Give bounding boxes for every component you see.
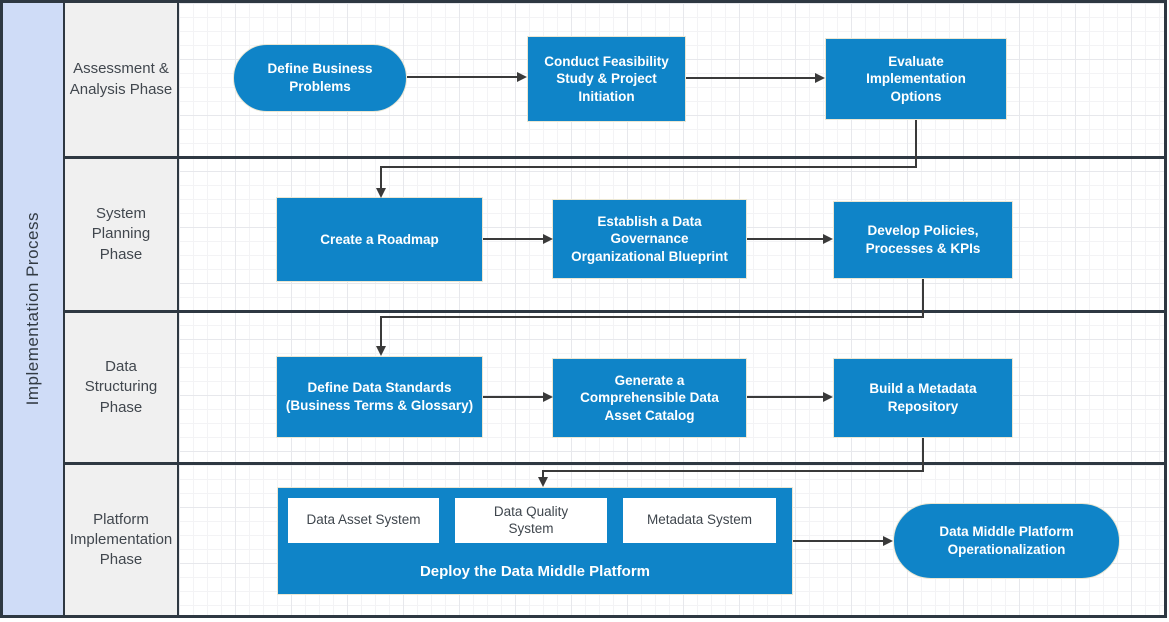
arrow-standards-to-catalog [483, 396, 545, 398]
subnode-data-quality-system[interactable]: Data Quality System [455, 498, 607, 543]
arrow-feasibility-to-evaluate [686, 77, 817, 79]
lane-label: Platform Implementation Phase [69, 510, 173, 569]
node-platform-operationalization[interactable]: Data Middle Platform Operationalization [893, 503, 1120, 579]
elbow-evaluate-to-roadmap [380, 166, 382, 189]
node-evaluate-implementation-options[interactable]: Evaluate Implementation Options [825, 38, 1007, 120]
lane-divider [65, 462, 1166, 465]
arrow-roadmap-to-establish [483, 238, 545, 240]
lane-system-planning: System Planning Phase [65, 159, 177, 310]
node-create-roadmap[interactable]: Create a Roadmap [276, 197, 483, 282]
arrow-deploy-to-operationalization [793, 540, 885, 542]
elbow-repository-to-deploy [922, 438, 924, 472]
arrowhead-icon [823, 234, 833, 244]
arrow-catalog-to-repository [747, 396, 825, 398]
lane-label: Assessment & Analysis Phase [69, 60, 173, 98]
lane-data-structuring: Data Structuring Phase [65, 313, 177, 462]
elbow-evaluate-to-roadmap [380, 166, 917, 168]
process-title: Implementation Process [23, 212, 42, 406]
arrowhead-icon [543, 392, 553, 402]
node-develop-policies-kpis[interactable]: Develop Policies, Processes & KPIs [833, 201, 1013, 279]
subnode-metadata-system[interactable]: Metadata System [623, 498, 776, 543]
arrow-define-to-feasibility [407, 76, 519, 78]
node-build-metadata-repository[interactable]: Build a Metadata Repository [833, 358, 1013, 438]
deploy-platform-caption: Deploy the Data Middle Platform [419, 563, 651, 580]
arrowhead-icon [376, 188, 386, 198]
lane-label: Data Structuring Phase [84, 358, 158, 416]
node-deploy-data-middle-platform[interactable]: Data Asset System Data Quality System Me… [277, 487, 793, 595]
process-title-band: Implementation Process [3, 3, 65, 615]
elbow-develop-to-standards [380, 316, 382, 347]
elbow-repository-to-deploy [542, 470, 544, 478]
arrowhead-icon [376, 346, 386, 356]
lane-label: System Planning Phase [91, 205, 151, 263]
node-establish-governance-blueprint[interactable]: Establish a Data Governance Organization… [552, 199, 747, 279]
node-define-data-standards[interactable]: Define Data Standards (Business Terms & … [276, 356, 483, 438]
arrowhead-icon [823, 392, 833, 402]
lane-assessment-analysis: Assessment & Analysis Phase [65, 3, 177, 156]
arrowhead-icon [883, 536, 893, 546]
arrow-establish-to-develop [747, 238, 825, 240]
arrowhead-icon [815, 73, 825, 83]
lane-platform-implementation: Platform Implementation Phase [65, 465, 177, 615]
arrowhead-icon [543, 234, 553, 244]
elbow-repository-to-deploy [542, 470, 924, 472]
elbow-develop-to-standards [922, 279, 924, 318]
arrowhead-icon [538, 477, 548, 487]
node-conduct-feasibility-study[interactable]: Conduct Feasibility Study & Project Init… [527, 36, 686, 122]
arrowhead-icon [517, 72, 527, 82]
node-generate-asset-catalog[interactable]: Generate a Comprehensible Data Asset Cat… [552, 358, 747, 438]
elbow-evaluate-to-roadmap [915, 120, 917, 168]
phase-lane-column [65, 3, 179, 615]
lane-divider [65, 310, 1166, 313]
subnode-data-asset-system[interactable]: Data Asset System [288, 498, 439, 543]
lane-divider [65, 156, 1166, 159]
node-define-business-problems[interactable]: Define Business Problems [233, 44, 407, 112]
elbow-develop-to-standards [380, 316, 924, 318]
